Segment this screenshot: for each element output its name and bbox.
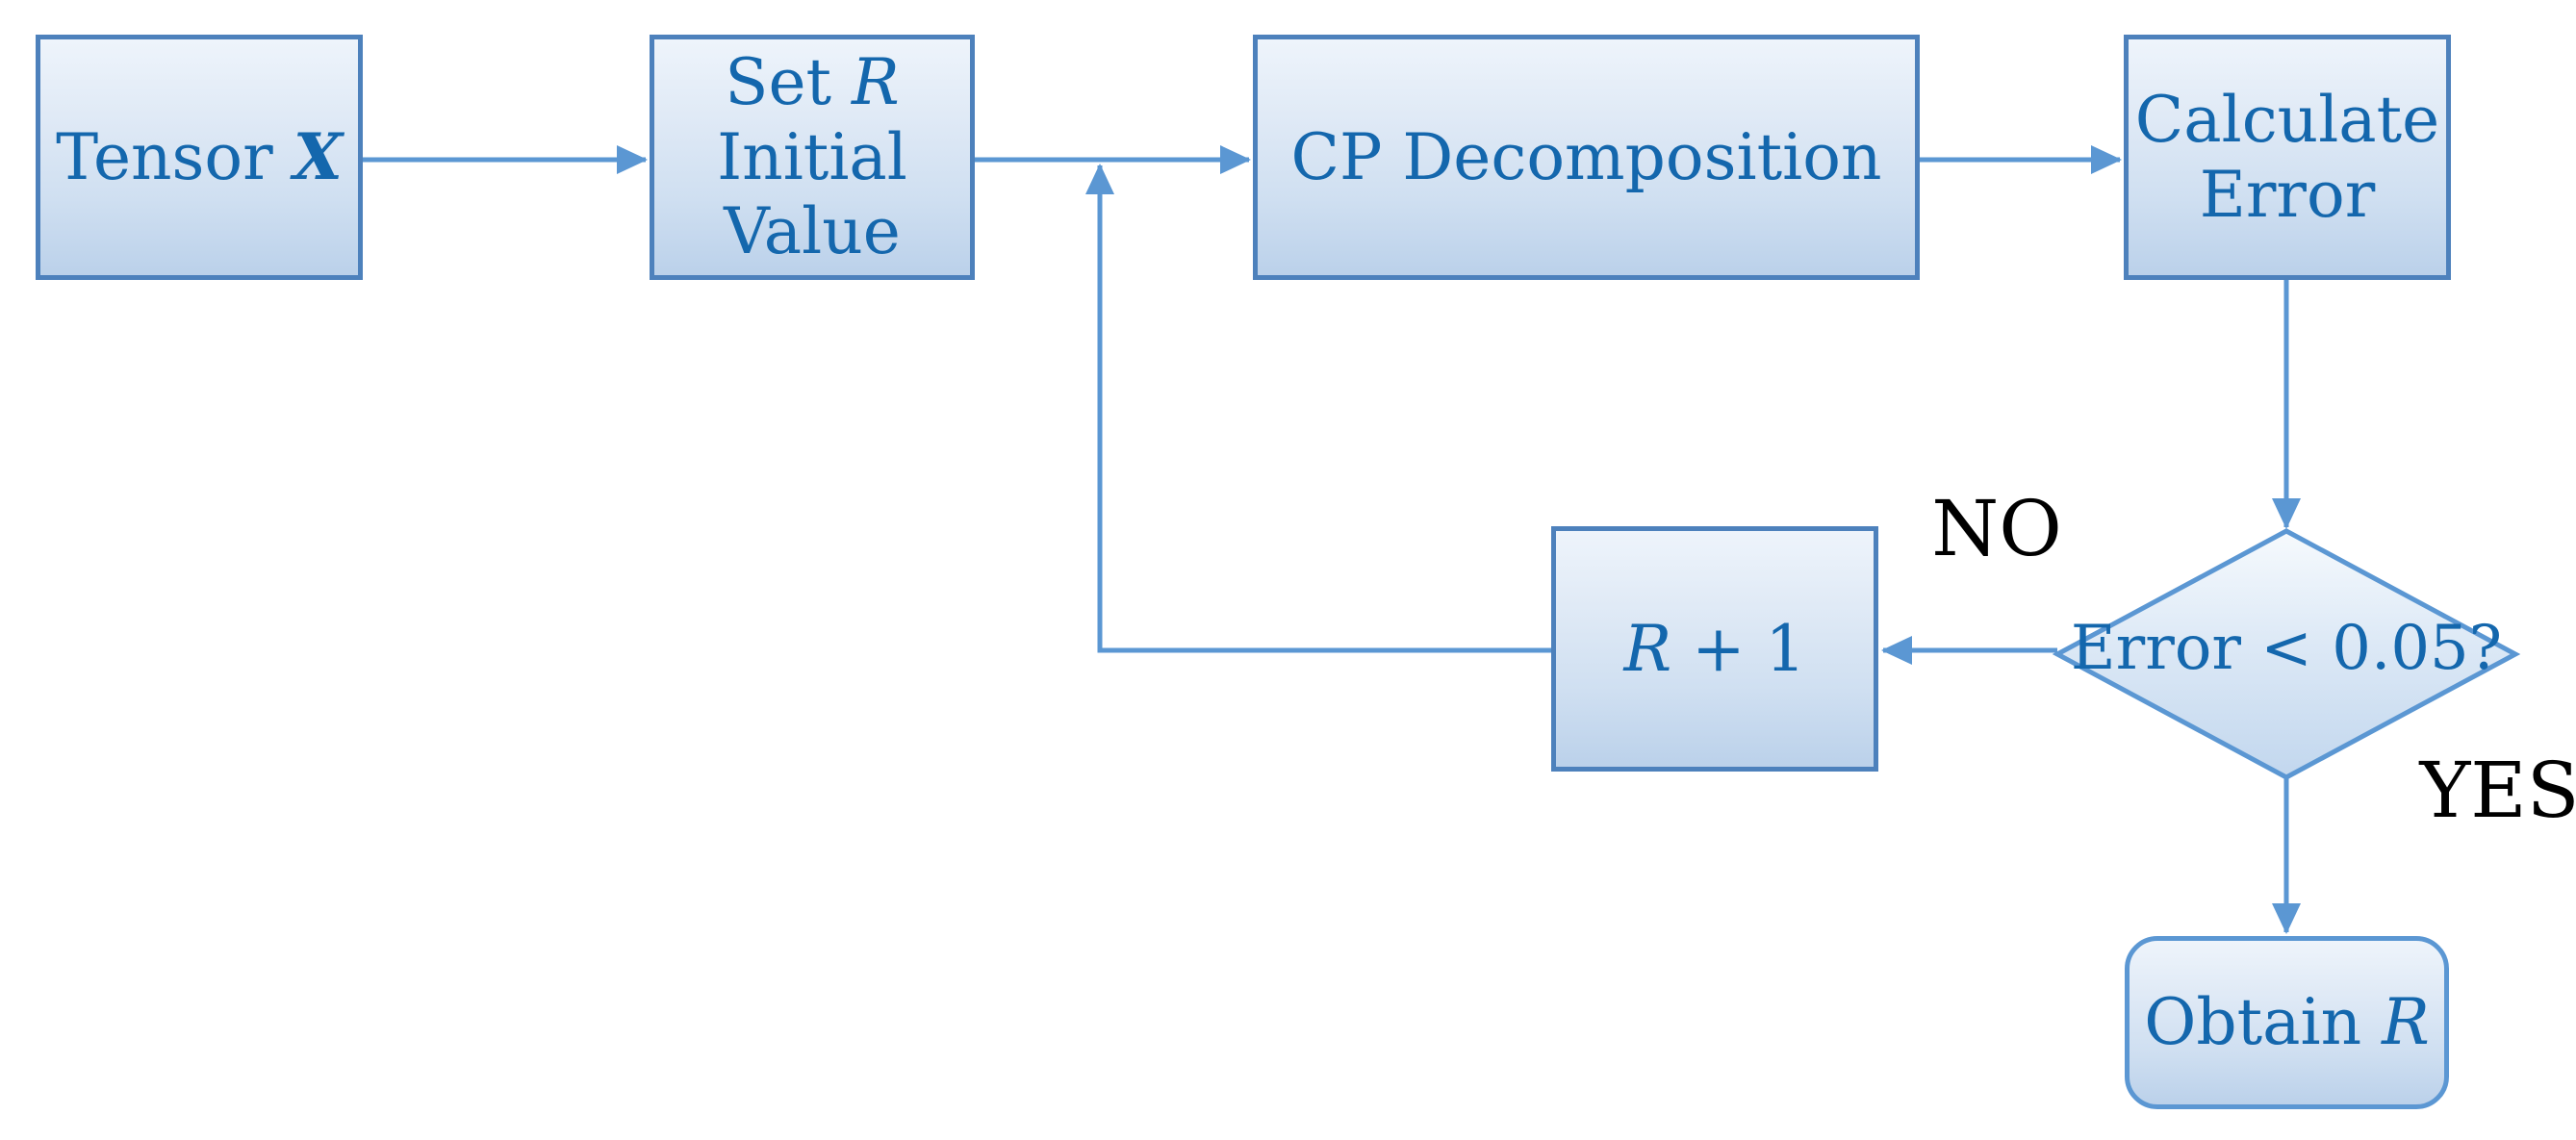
set-r-line1-text: Set bbox=[725, 44, 853, 119]
node-cp-decomposition: CP Decomposition bbox=[1253, 35, 1920, 280]
node-calculate-error-label: Calculate Error bbox=[2135, 83, 2439, 233]
set-r-variable: R bbox=[852, 44, 900, 119]
node-set-r-initial-value: Set R Initial Value bbox=[650, 35, 975, 280]
obtain-r-text: Obtain bbox=[2144, 985, 2383, 1060]
set-r-line3: Value bbox=[724, 194, 901, 269]
set-r-line1: Set R bbox=[717, 45, 907, 120]
node-cp-label: CP Decomposition bbox=[1290, 119, 1882, 194]
node-r-plus-one: R + 1 bbox=[1551, 526, 1878, 772]
r-plus-one-variable: R bbox=[1623, 611, 1672, 686]
branch-label-no: NO bbox=[1931, 484, 2062, 573]
node-set-r-label: Set R Initial Value bbox=[717, 45, 907, 270]
node-r-plus-one-label: R + 1 bbox=[1624, 612, 1806, 687]
calculate-error-line1: Calculate bbox=[2134, 82, 2440, 157]
set-r-line2: Initial bbox=[717, 119, 907, 194]
node-tensor-x-label: Tensor X bbox=[56, 118, 343, 195]
node-obtain-r-label: Obtain R bbox=[2144, 985, 2430, 1060]
calculate-error-line2: Error bbox=[2199, 157, 2376, 232]
branch-label-yes: YES bbox=[2419, 746, 2576, 835]
node-tensor-x: Tensor X bbox=[36, 35, 363, 280]
node-obtain-r: Obtain R bbox=[2125, 936, 2449, 1109]
r-plus-one-suffix: + 1 bbox=[1671, 611, 1806, 686]
node-calculate-error: Calculate Error bbox=[2124, 35, 2451, 280]
obtain-r-variable: R bbox=[2382, 985, 2430, 1060]
tensor-variable: X bbox=[293, 118, 343, 194]
tensor-label-text: Tensor bbox=[56, 119, 293, 194]
edge-rplus-loop-to-connector bbox=[1085, 164, 1551, 653]
decision-diamond bbox=[2052, 528, 2521, 780]
decision-label: Error < 0.05? bbox=[2070, 613, 2503, 684]
